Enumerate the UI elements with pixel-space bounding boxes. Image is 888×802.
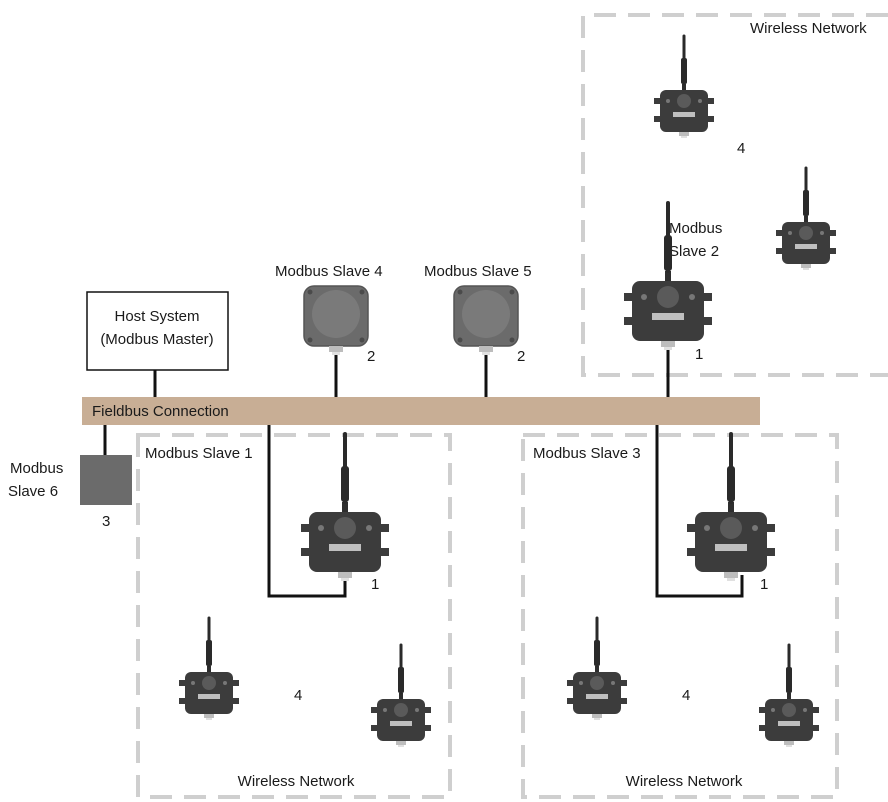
callout-slave1: 1 bbox=[371, 576, 379, 593]
host-system-box bbox=[86, 291, 229, 371]
network-label-left: Wireless Network bbox=[238, 773, 355, 790]
callout-slave2: 1 bbox=[695, 346, 703, 363]
network-boundary-right bbox=[521, 433, 839, 799]
fieldbus-label: Fieldbus Connection bbox=[92, 403, 229, 420]
wireless-gateway-icon bbox=[685, 432, 777, 583]
slave4-label: Modbus Slave 4 bbox=[275, 263, 383, 280]
wires bbox=[103, 344, 744, 598]
network-boundary-top bbox=[581, 13, 888, 377]
wireless-node-icon bbox=[565, 616, 629, 722]
network-boundary-left bbox=[136, 433, 452, 799]
square-device-icon bbox=[80, 455, 132, 505]
wireless-node-icon bbox=[369, 643, 433, 749]
round-sensor-icon bbox=[303, 285, 369, 356]
callout-left-nodes: 4 bbox=[294, 687, 302, 704]
wireless-node-icon bbox=[177, 616, 241, 722]
callout-slave5: 2 bbox=[517, 348, 525, 365]
callout-slave6: 3 bbox=[102, 513, 110, 530]
callout-slave4: 2 bbox=[367, 348, 375, 365]
slave6-label-line1: Modbus bbox=[10, 460, 63, 477]
network-label-right: Wireless Network bbox=[626, 773, 743, 790]
slave1-label: Modbus Slave 1 bbox=[145, 445, 253, 462]
callout-slave3: 1 bbox=[760, 576, 768, 593]
slave5-label: Modbus Slave 5 bbox=[424, 263, 532, 280]
wireless-node-icon bbox=[774, 166, 838, 272]
slave2-label-line2: Slave 2 bbox=[669, 243, 719, 260]
slave6-label-line2: Slave 6 bbox=[8, 483, 58, 500]
callout-top-nodes: 4 bbox=[737, 140, 745, 157]
callout-right-nodes: 4 bbox=[682, 687, 690, 704]
network-label-top: Wireless Network bbox=[750, 20, 867, 37]
host-system-label: Host System bbox=[114, 308, 199, 325]
slave2-label-line1: Modbus bbox=[669, 220, 722, 237]
host-system-sublabel: (Modbus Master) bbox=[100, 331, 213, 348]
slave3-label: Modbus Slave 3 bbox=[533, 445, 641, 462]
round-sensor-icon bbox=[453, 285, 519, 356]
wireless-node-icon bbox=[652, 34, 716, 140]
wireless-gateway-icon bbox=[299, 432, 391, 583]
wireless-node-icon bbox=[757, 643, 821, 749]
fieldbus-bar bbox=[82, 397, 760, 425]
